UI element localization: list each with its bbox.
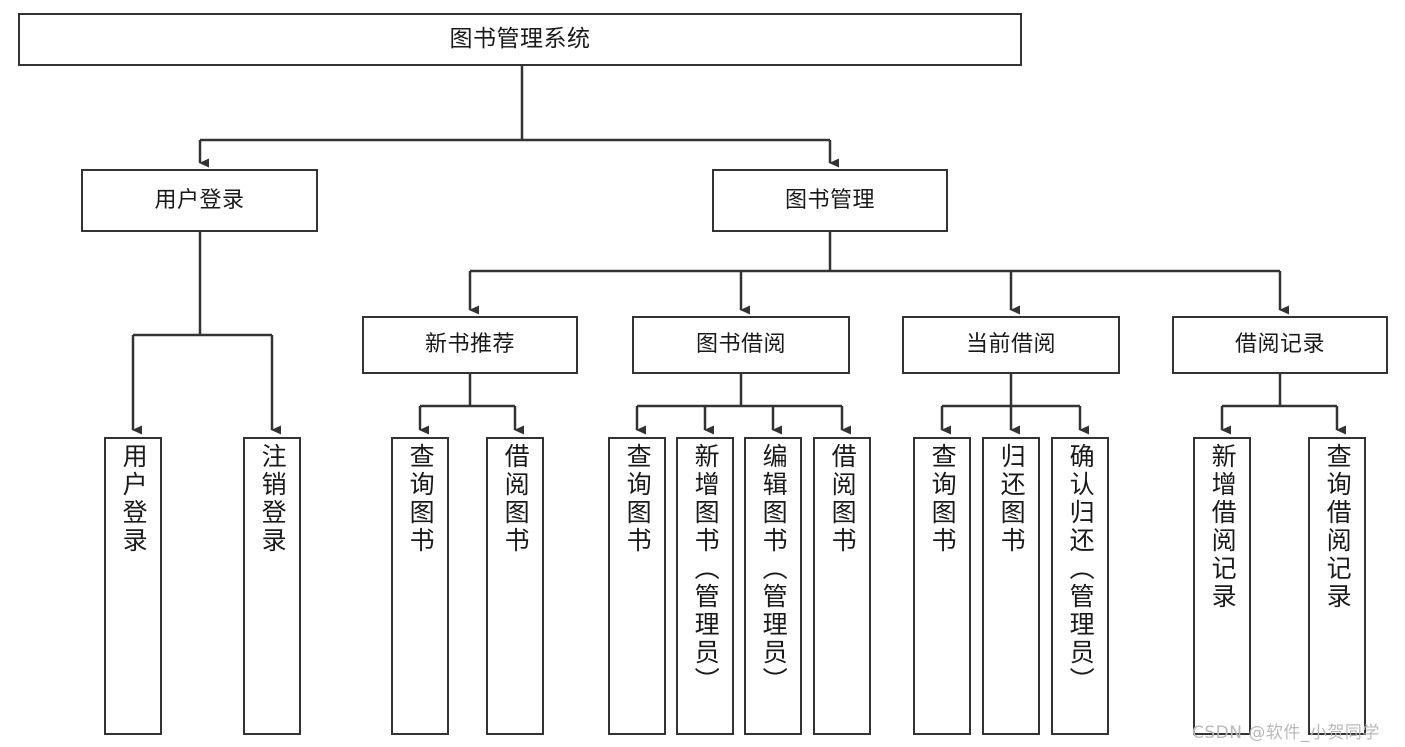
- edge-borrow-record-to-leaves: [1220, 374, 1346, 435]
- node-leaf-confirm-return-label: 确认归还（管理员）: [1066, 443, 1096, 695]
- node-user-login[interactable]: 用户登录: [81, 169, 318, 232]
- node-leaf-borrow-book-2[interactable]: 借阅图书: [813, 437, 871, 735]
- node-leaf-query-book-2-label: 查询图书: [623, 443, 653, 555]
- node-leaf-query-borrow-record[interactable]: 查询借阅记录: [1308, 437, 1366, 735]
- edge-user-login-to-leaves: [131, 232, 281, 435]
- node-new-book-recommend[interactable]: 新书推荐: [362, 316, 578, 374]
- node-leaf-return-book-label: 归还图书: [997, 443, 1027, 555]
- node-leaf-edit-book[interactable]: 编辑图书（管理员）: [744, 437, 802, 735]
- node-leaf-user-logout-label: 注销登录: [258, 443, 288, 555]
- node-leaf-query-book-3-label: 查询图书: [928, 443, 958, 555]
- node-leaf-add-book-label: 新增图书（管理员）: [691, 443, 721, 695]
- node-leaf-borrow-book-2-label: 借阅图书: [828, 443, 858, 555]
- node-current-borrow-label: 当前借阅: [965, 332, 1056, 358]
- node-leaf-edit-book-label: 编辑图书（管理员）: [759, 443, 789, 695]
- node-root-label: 图书管理系统: [449, 25, 591, 52]
- csdn-watermark: CSDN @软件_小贺同学: [1192, 723, 1380, 743]
- node-leaf-query-book-1-label: 查询图书: [406, 443, 436, 555]
- node-book-manage-label: 图书管理: [784, 187, 875, 213]
- node-leaf-user-login[interactable]: 用户登录: [104, 437, 162, 735]
- node-book-borrow-label: 图书借阅: [695, 332, 786, 358]
- node-root[interactable]: 图书管理系统: [18, 13, 1022, 66]
- node-leaf-query-borrow-record-label: 查询借阅记录: [1323, 443, 1353, 611]
- node-leaf-return-book[interactable]: 归还图书: [982, 437, 1040, 735]
- edge-root-to-level2: [198, 66, 839, 168]
- edge-book-borrow-to-leaves: [635, 374, 851, 435]
- node-leaf-add-borrow-record[interactable]: 新增借阅记录: [1193, 437, 1251, 735]
- node-current-borrow[interactable]: 当前借阅: [902, 316, 1120, 374]
- node-borrow-record[interactable]: 借阅记录: [1172, 316, 1388, 374]
- node-leaf-add-book[interactable]: 新增图书（管理员）: [676, 437, 734, 735]
- node-new-book-recommend-label: 新书推荐: [424, 332, 515, 358]
- edge-new-book-rec-to-leaves: [418, 374, 524, 435]
- node-leaf-borrow-book-1[interactable]: 借阅图书: [486, 437, 544, 735]
- node-leaf-user-login-label: 用户登录: [119, 443, 149, 555]
- node-leaf-query-book-1[interactable]: 查询图书: [391, 437, 449, 735]
- node-leaf-user-logout[interactable]: 注销登录: [243, 437, 301, 735]
- node-book-borrow[interactable]: 图书借阅: [632, 316, 850, 374]
- node-user-login-label: 用户登录: [154, 187, 245, 213]
- node-leaf-query-book-3[interactable]: 查询图书: [913, 437, 971, 735]
- node-book-manage[interactable]: 图书管理: [712, 169, 948, 232]
- node-borrow-record-label: 借阅记录: [1234, 332, 1325, 358]
- node-leaf-borrow-book-1-label: 借阅图书: [501, 443, 531, 555]
- node-leaf-confirm-return[interactable]: 确认归还（管理员）: [1051, 437, 1109, 735]
- node-leaf-query-book-2[interactable]: 查询图书: [608, 437, 666, 735]
- node-leaf-add-borrow-record-label: 新增借阅记录: [1208, 443, 1238, 611]
- edge-current-borrow-to-leaves: [940, 374, 1089, 435]
- edge-book-manage-to-level3: [468, 232, 1289, 315]
